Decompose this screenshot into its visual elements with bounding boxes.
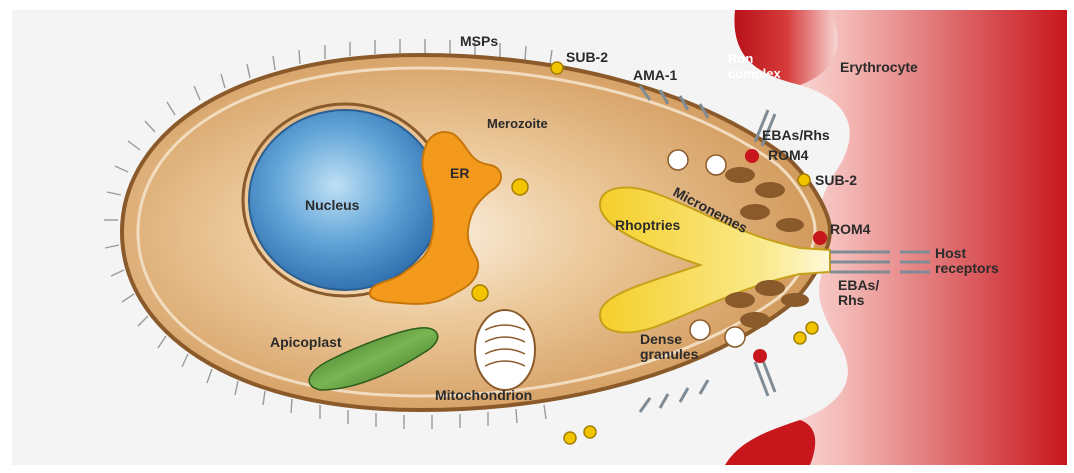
- label-rom4-mid: ROM4: [830, 221, 871, 237]
- label-dense-granules-2: granules: [640, 346, 699, 362]
- label-ebas-rhs-bottom-1: EBAs/: [838, 277, 879, 293]
- label-sub2-top: SUB-2: [566, 49, 608, 65]
- label-rhoptries: Rhoptries: [615, 217, 681, 233]
- label-ron-complex-1: Ron: [728, 51, 753, 66]
- label-ebas-rhs-bottom-2: Rhs: [838, 292, 865, 308]
- label-ama1: AMA-1: [633, 67, 678, 83]
- label-rom4-top: ROM4: [768, 147, 809, 163]
- label-nucleus: Nucleus: [305, 197, 360, 213]
- label-ebas-rhs-top: EBAs/Rhs: [762, 127, 830, 143]
- label-host-receptors-2: receptors: [935, 260, 999, 276]
- label-dense-granules-1: Dense: [640, 331, 682, 347]
- label-er: ER: [450, 165, 469, 181]
- label-mitochondrion: Mitochondrion: [435, 387, 532, 403]
- label-ron-complex-2: complex: [728, 66, 782, 81]
- label-host-receptors-1: Host: [935, 245, 966, 261]
- label-apicoplast: Apicoplast: [270, 334, 342, 350]
- label-sub2-mid: SUB-2: [815, 172, 857, 188]
- label-erythrocyte: Erythrocyte: [840, 59, 918, 75]
- label-msps: MSPs: [460, 33, 498, 49]
- label-merozoite: Merozoite: [487, 116, 548, 131]
- mitochondrion: [475, 310, 535, 390]
